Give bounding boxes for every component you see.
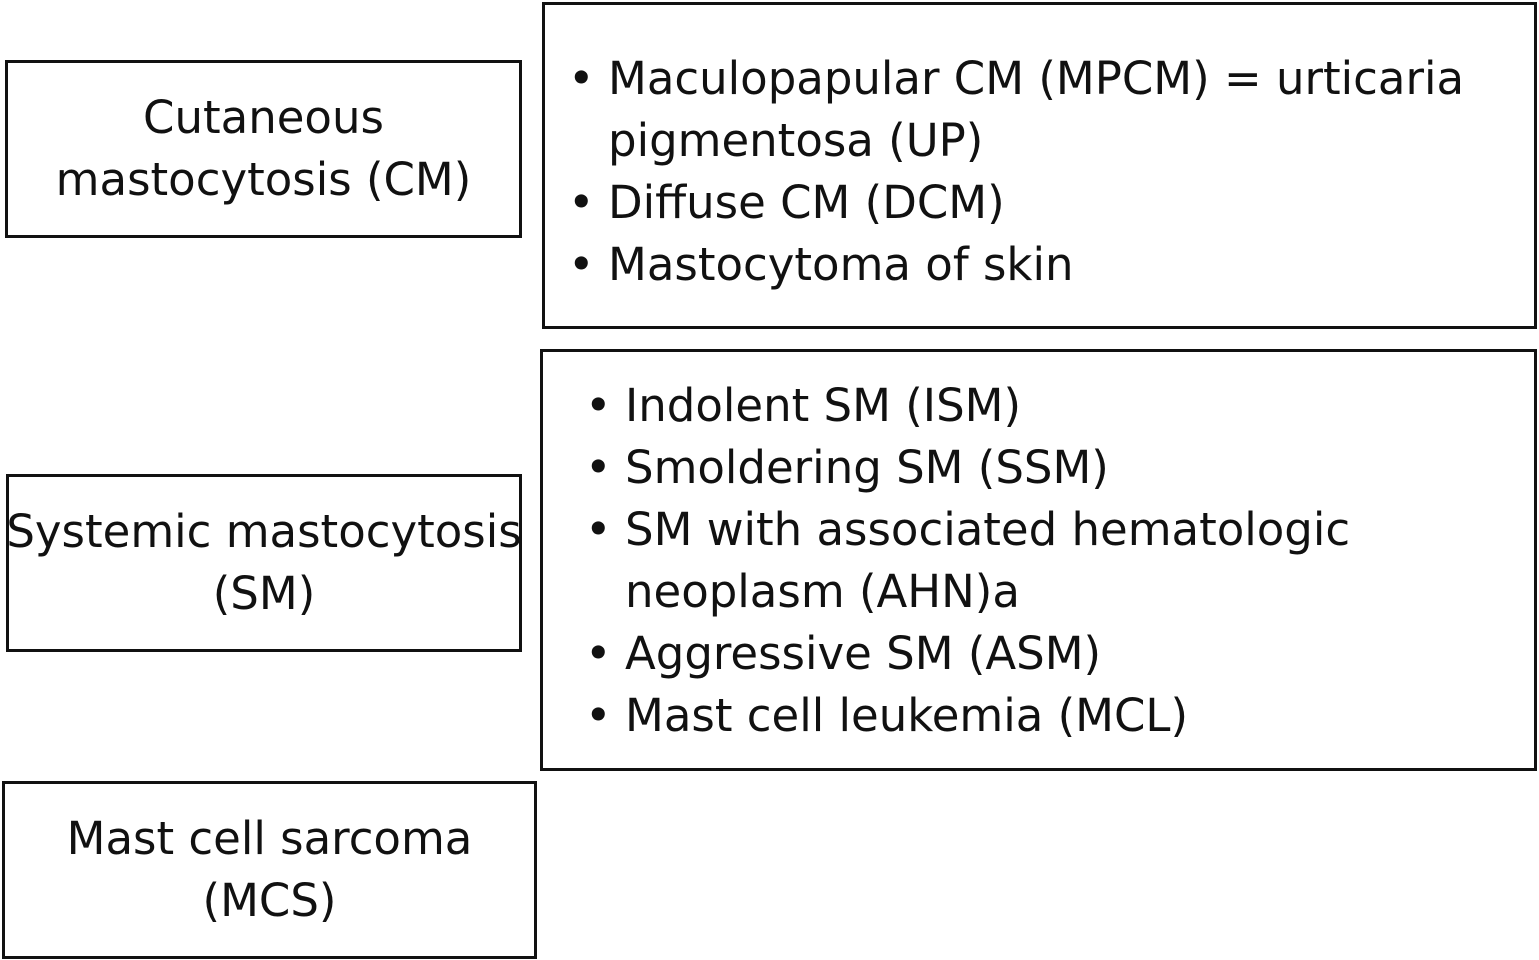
list-item-line: Maculopapular CM (MPCM) = urticaria: [608, 52, 1465, 105]
bullet-icon: •: [568, 52, 595, 105]
category-label-line: Cutaneous: [143, 91, 384, 144]
list-item: • Aggressive SM (ASM): [585, 623, 1534, 685]
bullet-icon: •: [568, 176, 595, 229]
sm-subtypes-box: • Indolent SM (ISM) • Smoldering SM (SSM…: [540, 349, 1537, 771]
category-label-line: Mast cell sarcoma: [66, 812, 473, 865]
cm-subtypes-list: • Maculopapular CM (MPCM) = urticaria pi…: [545, 5, 1534, 296]
list-item-text: Indolent SM (ISM): [625, 375, 1534, 437]
list-item-line: Mast cell leukemia (MCL): [625, 689, 1189, 742]
list-item-line: Aggressive SM (ASM): [625, 627, 1102, 680]
cm-subtypes-box: • Maculopapular CM (MPCM) = urticaria pi…: [542, 2, 1537, 329]
list-item: • Mast cell leukemia (MCL): [585, 685, 1534, 747]
category-label-line: Systemic mastocytosis: [6, 505, 522, 558]
category-label-mcs: Mast cell sarcoma (MCS): [67, 808, 473, 932]
list-item-text: Smoldering SM (SSM): [625, 437, 1534, 499]
category-box-systemic-mastocytosis: Systemic mastocytosis (SM): [6, 474, 522, 652]
category-label-line: (MCS): [202, 874, 337, 927]
bullet-icon: •: [585, 627, 612, 680]
category-box-cutaneous-mastocytosis: Cutaneous mastocytosis (CM): [5, 60, 522, 238]
category-box-mast-cell-sarcoma: Mast cell sarcoma (MCS): [2, 781, 537, 959]
category-label-cm: Cutaneous mastocytosis (CM): [56, 87, 472, 211]
list-item: • Maculopapular CM (MPCM) = urticaria pi…: [568, 48, 1534, 172]
bullet-icon: •: [585, 689, 612, 742]
list-item-text: Diffuse CM (DCM): [608, 172, 1534, 234]
category-label-line: mastocytosis (CM): [55, 153, 472, 206]
list-item: • Diffuse CM (DCM): [568, 172, 1534, 234]
category-label-line: (SM): [212, 567, 316, 620]
list-item-line: Indolent SM (ISM): [625, 379, 1022, 432]
list-item-line: pigmentosa (UP): [608, 114, 984, 167]
list-item: • Indolent SM (ISM): [585, 375, 1534, 437]
list-item-line: neoplasm (AHN)a: [625, 565, 1020, 618]
list-item: • SM with associated hematologic neoplas…: [585, 499, 1534, 623]
list-item-text: Maculopapular CM (MPCM) = urticaria pigm…: [608, 48, 1534, 172]
list-item-text: Aggressive SM (ASM): [625, 623, 1534, 685]
list-item-line: SM with associated hematologic: [625, 503, 1351, 556]
bullet-icon: •: [585, 379, 612, 432]
list-item: • Mastocytoma of skin: [568, 234, 1534, 296]
list-item-line: Smoldering SM (SSM): [625, 441, 1109, 494]
list-item: • Smoldering SM (SSM): [585, 437, 1534, 499]
list-item-line: Diffuse CM (DCM): [608, 176, 1005, 229]
list-item-line: Mastocytoma of skin: [608, 238, 1074, 291]
bullet-icon: •: [568, 238, 595, 291]
sm-subtypes-list: • Indolent SM (ISM) • Smoldering SM (SSM…: [543, 352, 1534, 747]
bullet-icon: •: [585, 503, 612, 556]
bullet-icon: •: [585, 441, 612, 494]
list-item-text: Mast cell leukemia (MCL): [625, 685, 1534, 747]
list-item-text: Mastocytoma of skin: [608, 234, 1534, 296]
list-item-text: SM with associated hematologic neoplasm …: [625, 499, 1534, 623]
category-label-sm: Systemic mastocytosis (SM): [6, 501, 521, 625]
